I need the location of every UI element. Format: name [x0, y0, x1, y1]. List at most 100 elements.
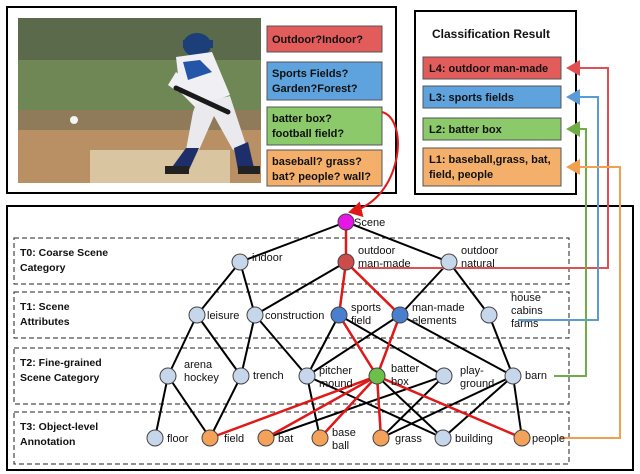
hierarchy-edge: [399, 261, 450, 316]
question-text: batter box?football field?: [272, 113, 344, 140]
selected-path-edge: [319, 375, 378, 439]
hierarchy-edge: [196, 314, 242, 377]
selected-path-edge: [345, 261, 401, 316]
hierarchy-edge: [167, 375, 211, 439]
hierarchy-panel: [6, 205, 634, 471]
node-field: field: [201, 429, 244, 447]
node-grass: grass: [372, 429, 422, 447]
question-box: batter box?football field?: [266, 106, 383, 146]
hierarchy-edge: [254, 261, 347, 316]
node-construction: construction: [246, 306, 324, 324]
node-bat: bat: [257, 429, 293, 447]
node-label: grass: [395, 433, 422, 445]
node-playground: play-ground: [435, 365, 494, 390]
tier-to-result-arrow: [554, 121, 587, 377]
result-item-text: L2: batter box: [429, 124, 503, 136]
node-label: barn: [525, 370, 547, 382]
hierarchy-edge: [240, 314, 256, 377]
node-barn: barn: [504, 367, 547, 385]
question-box: Sports Fields?Garden?Forest?: [266, 61, 383, 101]
result-title: Classification Result: [432, 27, 550, 41]
result-item-text: L3: sports fields: [429, 92, 514, 104]
question-box: Outdoor?Indoor?: [266, 25, 383, 53]
result-item-text: L4: outdoor man-made: [429, 63, 548, 75]
node-label: trench: [253, 370, 284, 382]
node-label: building: [455, 433, 493, 445]
selected-path-edge: [337, 314, 379, 377]
result-item-text: L1: baseball,grass, bat,field, people: [429, 154, 551, 181]
baseball-batter-photo: [18, 18, 261, 183]
hierarchy-edge: [448, 261, 490, 316]
node-label: people: [532, 433, 565, 445]
selected-path-edge: [209, 374, 378, 440]
result-item: L3: sports fields: [422, 85, 562, 109]
hierarchy-edge: [209, 375, 242, 439]
selected-path-edge: [265, 374, 378, 440]
hierarchy-edge: [380, 375, 445, 439]
question-text: Outdoor?Indoor?: [272, 34, 363, 46]
hierarchy-edge: [239, 221, 347, 263]
selected-path-edge: [376, 374, 523, 440]
result-item: L1: baseball,grass, bat,field, people: [422, 147, 562, 187]
question-text: baseball? grass?bat? people? wall?: [272, 156, 371, 183]
node-trench: trench: [232, 367, 284, 385]
tier-to-result-arrow: [518, 89, 599, 321]
node-scene: Scene: [337, 213, 385, 231]
node-label: bat: [278, 433, 293, 445]
selected-path-edge: [375, 314, 402, 377]
hierarchy-edge: [306, 375, 444, 439]
node-label: floor: [167, 433, 189, 445]
question-text: Sports Fields?Garden?Forest?: [272, 68, 358, 95]
tier-to-result-arrow: [560, 159, 621, 439]
hierarchy-edge: [265, 375, 445, 439]
node-leisure: leisure: [188, 306, 239, 324]
hierarchy-edge: [167, 314, 198, 377]
node-building: building: [434, 429, 493, 447]
node-people: people: [513, 429, 565, 447]
hierarchy-edge: [239, 261, 256, 316]
node-indoor: indoor: [231, 252, 283, 271]
hierarchy-edge: [345, 221, 450, 263]
hierarchy-edge: [254, 314, 308, 377]
hierarchy-edge: [399, 314, 514, 377]
hierarchy-edge: [376, 375, 444, 439]
hierarchy-edge: [442, 375, 514, 439]
hierarchy-edge: [306, 314, 401, 377]
selected-path-edge: [337, 261, 348, 316]
node-label: field: [224, 433, 244, 445]
selected-path-edge: [375, 375, 383, 439]
node-floor: floor: [146, 429, 189, 447]
node-label: construction: [265, 310, 324, 322]
hierarchy-edge: [196, 261, 241, 316]
hierarchy-edge: [338, 314, 445, 377]
hierarchy-edge: [488, 314, 514, 377]
result-item: L2: batter box: [422, 117, 562, 141]
hierarchy-edge: [306, 375, 321, 439]
node-label: leisure: [207, 310, 239, 322]
hierarchy-edge: [512, 375, 523, 439]
hierarchy-edge: [306, 314, 340, 377]
node-label: Scene: [354, 217, 385, 229]
question-box: baseball? grass?bat? people? wall?: [266, 149, 383, 187]
